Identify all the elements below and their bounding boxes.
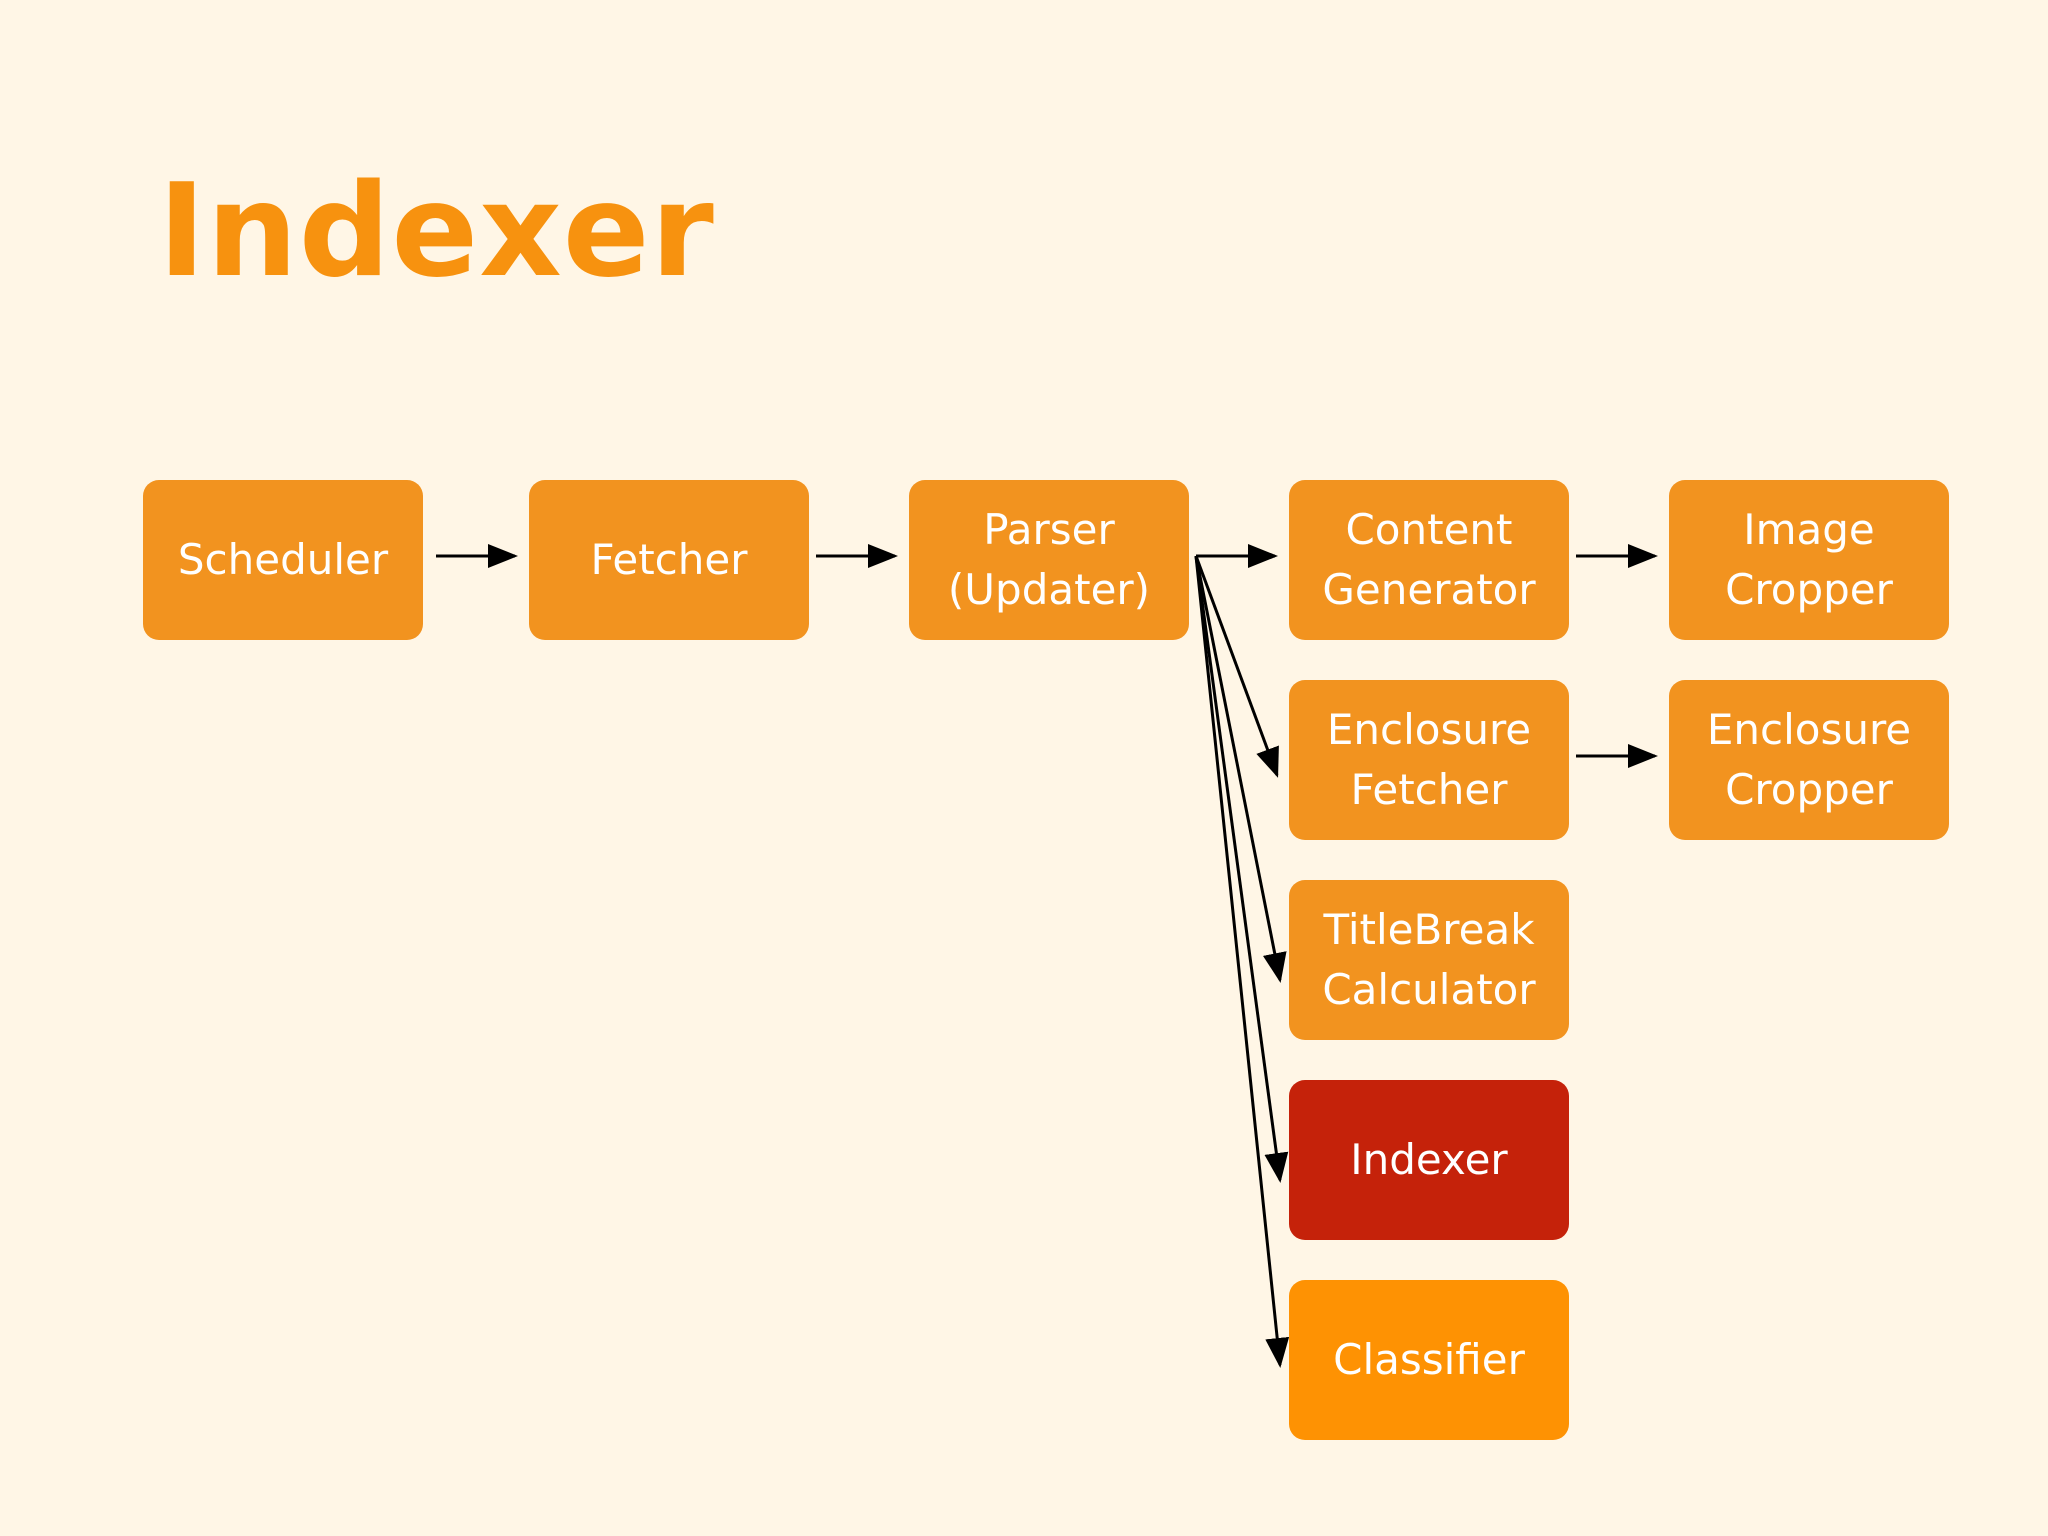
node-enclosure-fetcher: Enclosure Fetcher bbox=[1289, 680, 1569, 840]
arrow-parser-to-enclosure-fetcher bbox=[1194, 555, 1279, 778]
slide-title: Indexer bbox=[158, 157, 715, 306]
node-parser-updater: Parser (Updater) bbox=[909, 480, 1189, 640]
node-indexer: Indexer bbox=[1289, 1080, 1569, 1240]
node-image-cropper: Image Cropper bbox=[1669, 480, 1949, 640]
arrow-parser-to-titlebreak-calculator bbox=[1194, 555, 1287, 983]
node-fetcher: Fetcher bbox=[529, 480, 809, 640]
node-classifier: Classifier bbox=[1289, 1280, 1569, 1440]
arrow-parser-to-indexer bbox=[1194, 555, 1289, 1183]
arrow-parser-to-classifier bbox=[1194, 555, 1290, 1368]
node-titlebreak-calculator: TitleBreak Calculator bbox=[1289, 880, 1569, 1040]
node-scheduler: Scheduler bbox=[143, 480, 423, 640]
node-content-generator: Content Generator bbox=[1289, 480, 1569, 640]
node-enclosure-cropper: Enclosure Cropper bbox=[1669, 680, 1949, 840]
